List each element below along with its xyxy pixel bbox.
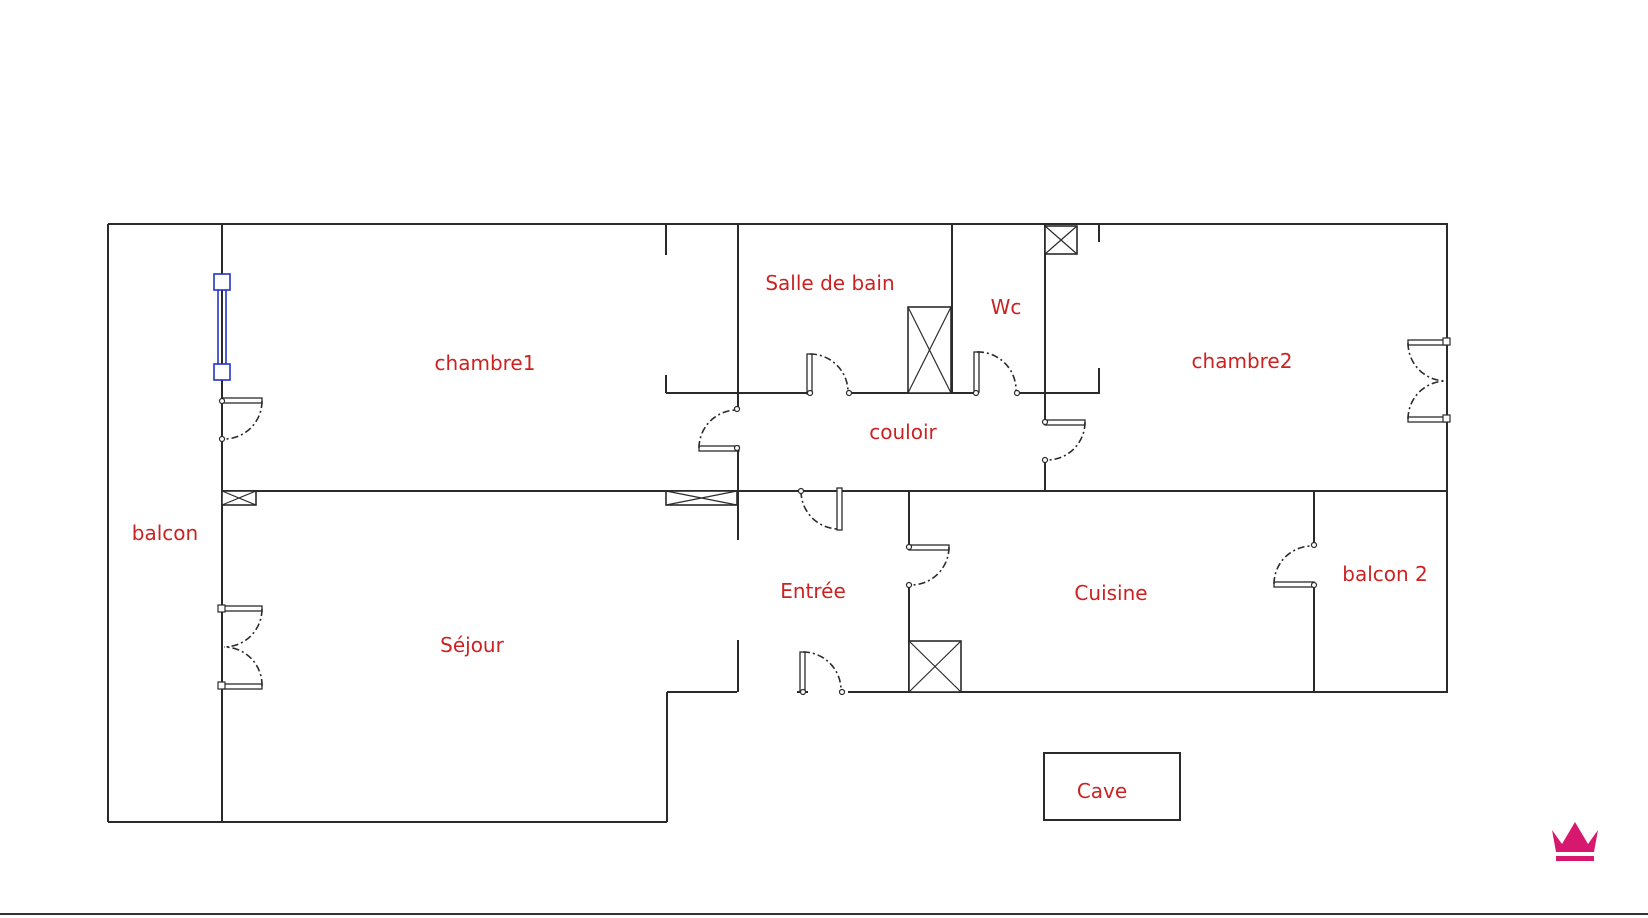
crown-icon xyxy=(1552,822,1598,861)
door-chambre2-exterior xyxy=(1407,337,1451,423)
shaft-bath xyxy=(907,306,952,394)
shaft-balcon xyxy=(221,490,257,506)
shaft-top xyxy=(1044,225,1078,255)
label-cuisine: Cuisine xyxy=(1074,581,1147,605)
label-wc: Wc xyxy=(991,295,1022,319)
shafts xyxy=(221,225,1078,693)
selection-handle-bottom xyxy=(213,363,231,381)
door-couloir-entree xyxy=(797,487,843,531)
label-cave: Cave xyxy=(1077,779,1127,803)
label-entree: Entrée xyxy=(780,579,846,603)
label-salle-de-bain: Salle de bain xyxy=(765,271,894,295)
shaft-kitchen xyxy=(908,640,962,693)
label-couloir: couloir xyxy=(869,420,937,444)
outer-walls xyxy=(107,223,1448,823)
label-balcon: balcon xyxy=(132,521,198,545)
label-sejour: Séjour xyxy=(440,633,504,657)
door-cuisine-balcon2 xyxy=(1273,541,1318,589)
door-entree-cuisine xyxy=(905,543,950,589)
cave-box xyxy=(1043,752,1181,821)
door-chambre1-couloir xyxy=(698,405,741,452)
door-salle-de-bain xyxy=(806,353,853,397)
interior-walls xyxy=(221,224,1447,822)
label-chambre2: chambre2 xyxy=(1192,349,1293,373)
door-wc xyxy=(972,351,1021,397)
door-chambre1-balcon xyxy=(218,397,263,443)
door-chambre2-couloir xyxy=(1041,418,1086,464)
label-chambre1: chambre1 xyxy=(435,351,536,375)
shaft-sejour xyxy=(665,490,738,506)
door-entree-front xyxy=(799,651,846,696)
bottom-rule xyxy=(0,913,1648,915)
label-balcon-2: balcon 2 xyxy=(1342,562,1428,586)
selected-window[interactable] xyxy=(213,273,231,381)
selection-handle-top xyxy=(213,273,231,291)
door-sejour-balcon xyxy=(217,604,263,690)
room-labels: chambre1 Salle de bain Wc chambre2 coulo… xyxy=(132,271,1428,803)
doors xyxy=(217,337,1451,696)
